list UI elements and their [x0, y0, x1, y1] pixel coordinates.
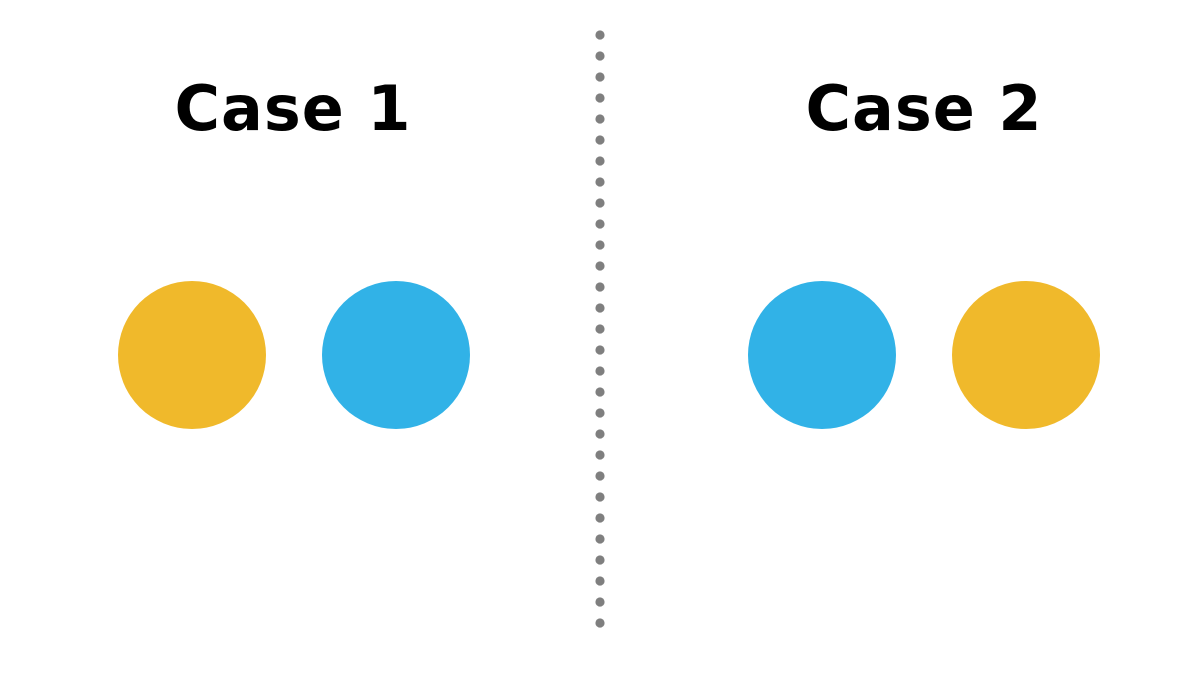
divider-dot	[595, 471, 605, 481]
dotted-divider	[594, 30, 606, 630]
divider-dot	[595, 30, 605, 40]
divider-dot	[595, 513, 605, 523]
divider-dot	[595, 303, 605, 313]
divider-dot	[595, 135, 605, 145]
dotted-divider-graphic	[595, 30, 605, 628]
divider-dot	[595, 114, 605, 124]
case-1-circle-yellow	[118, 281, 266, 429]
divider-dot	[595, 576, 605, 586]
case-1-circle-blue	[322, 281, 470, 429]
case-1-title: Case 1	[174, 72, 412, 145]
divider-dot	[595, 366, 605, 376]
divider-dot	[595, 324, 605, 334]
divider-dot	[595, 492, 605, 502]
divider-dot	[595, 156, 605, 166]
divider-dot	[595, 429, 605, 439]
divider-dot	[595, 282, 605, 292]
divider-dot	[595, 219, 605, 229]
divider-dot	[595, 408, 605, 418]
divider-dot	[595, 240, 605, 250]
case-2-title: Case 2	[805, 72, 1043, 145]
divider-dot	[595, 618, 605, 628]
divider-dot	[595, 534, 605, 544]
divider-dot	[595, 177, 605, 187]
divider-dot	[595, 450, 605, 460]
divider-dot	[595, 345, 605, 355]
divider-dot	[595, 51, 605, 61]
divider-dot	[595, 555, 605, 565]
divider-dot	[595, 198, 605, 208]
case-2-circle-yellow	[952, 281, 1100, 429]
case-2-panel: Case 2	[600, 0, 1200, 675]
divider-dot	[595, 261, 605, 271]
divider-dot	[595, 72, 605, 82]
case-1-panel: Case 1	[118, 72, 470, 429]
divider-dot	[595, 387, 605, 397]
divider-dot	[595, 93, 605, 103]
case-2-circle-blue	[748, 281, 896, 429]
divider-dot	[595, 597, 605, 607]
